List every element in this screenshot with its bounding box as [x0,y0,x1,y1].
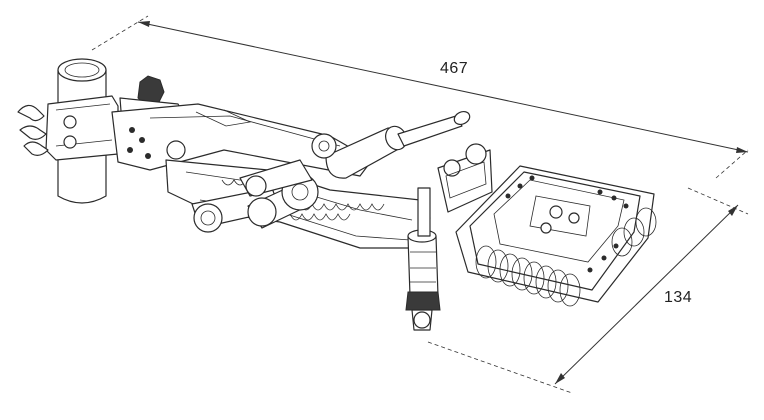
spring-box [455,165,657,307]
coil-springs [475,207,657,307]
link-rods [191,159,319,233]
shock-absorber [405,187,441,331]
width-dimension [427,187,749,394]
length-dimension [91,15,749,179]
post-clamp [17,58,187,204]
tension-cylinder [311,110,471,179]
width-dimension-label: 134 [664,289,693,306]
vest-bracket [437,143,493,213]
length-dimension-label: 467 [440,60,469,77]
